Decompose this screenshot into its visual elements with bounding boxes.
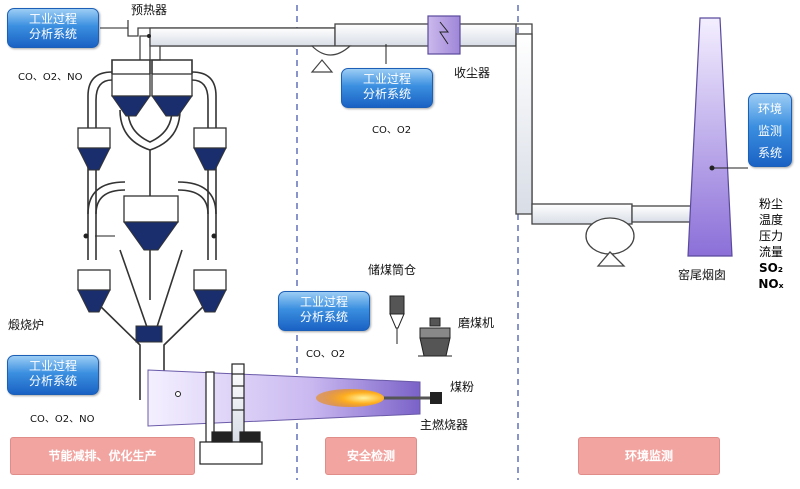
emission-item: NOₓ — [758, 277, 784, 291]
category-energy-saving[interactable]: 节能减排、优化生产 — [10, 437, 195, 475]
badge-line2: 分析系统 — [28, 374, 77, 388]
label-calciner: 煅烧炉 — [8, 318, 45, 332]
label-coal-mill: 磨煤机 — [458, 316, 495, 330]
analysis-badge-top-mid[interactable]: 工业过程 分析系统 — [341, 68, 433, 108]
gas-list-top-left: CO、O2、NO — [18, 72, 83, 83]
exhaust-fan — [585, 217, 635, 267]
badge-line3: 系统 — [757, 146, 782, 160]
coal-mill — [418, 317, 452, 357]
badge-line2: 分析系统 — [28, 27, 77, 41]
emission-item: 温度 — [758, 213, 783, 227]
rotary-kiln — [147, 369, 421, 427]
category-env-monitoring[interactable]: 环境监测 — [578, 437, 720, 475]
kiln-supports — [199, 363, 263, 465]
badge-line1: 工业过程 — [362, 72, 411, 86]
emission-item: SO₂ — [758, 261, 784, 275]
badge-line1: 工业过程 — [28, 12, 77, 26]
analysis-badge-mid[interactable]: 工业过程 分析系统 — [278, 291, 370, 331]
badge-line1: 工业过程 — [299, 295, 348, 309]
gas-list-top-mid: CO、O2 — [372, 125, 412, 136]
cyclone-bodies — [77, 73, 227, 291]
cyclone-cones — [77, 95, 227, 343]
emission-item: 流量 — [758, 245, 783, 259]
env-monitor-badge[interactable]: 环境 监测 系统 — [748, 93, 792, 167]
emission-item: 粉尘 — [758, 197, 783, 211]
riser-dots — [83, 34, 217, 239]
analysis-badge-top-left[interactable]: 工业过程 分析系统 — [7, 8, 99, 48]
label-coal-powder: 煤粉 — [450, 380, 475, 394]
label-chimney: 窑尾烟囱 — [678, 268, 727, 282]
label-preheater: 预热器 — [131, 3, 168, 17]
duct-fan — [310, 45, 352, 73]
label-main-burner: 主燃烧器 — [420, 418, 469, 432]
emissions-list: 粉尘 温度 压力 流量 SO₂ NOₓ — [756, 196, 786, 292]
badge-line1: 工业过程 — [28, 359, 77, 373]
label-dust-collector: 收尘器 — [454, 66, 491, 80]
gas-list-mid: CO、O2 — [306, 349, 346, 360]
burner-flame — [316, 389, 384, 407]
gas-list-bottom-left: CO、O2、NO — [30, 414, 95, 425]
category-safety-detection[interactable]: 安全检测 — [325, 437, 417, 475]
coal-bin — [389, 295, 405, 344]
analysis-badge-bottom-left[interactable]: 工业过程 分析系统 — [7, 355, 99, 395]
emission-item: 压力 — [758, 229, 783, 243]
flue-duct — [127, 20, 695, 225]
badge-line2: 监测 — [757, 124, 782, 138]
badge-line2: 分析系统 — [299, 310, 348, 324]
chimney — [687, 17, 733, 257]
label-coal-bin: 储煤筒仓 — [368, 263, 417, 277]
kiln-probe — [175, 391, 181, 397]
dust-collector — [427, 15, 461, 55]
burner-head — [430, 392, 442, 404]
preheater-tower — [87, 59, 217, 400]
badge-line1: 环境 — [757, 102, 782, 116]
badge-line2: 分析系统 — [362, 87, 411, 101]
